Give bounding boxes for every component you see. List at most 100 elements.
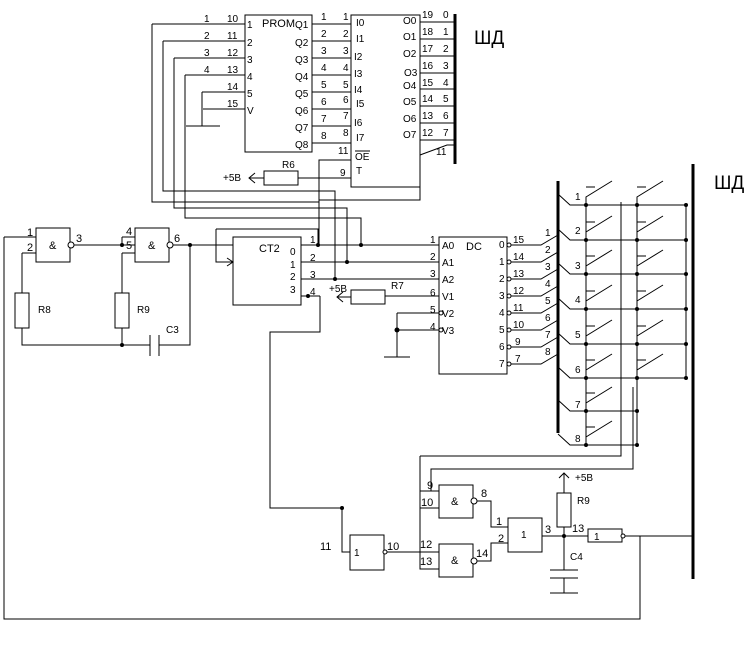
counter-out-pin-3: 3 [310, 270, 316, 281]
prom-wire-num-12: 12 [227, 48, 239, 59]
key-row-4: 4 [575, 295, 581, 306]
prom-pin-v: V [247, 106, 254, 117]
and-gate-2: & [134, 227, 174, 263]
counter-bit-2: 2 [290, 272, 296, 283]
prom-wire-num-1: 1 [204, 14, 210, 25]
reg-in-num-3: 3 [343, 46, 349, 57]
prom-q7: Q7 [295, 123, 309, 134]
key-switch [636, 249, 664, 274]
counter-chip: CT2 0 1 2 3 [232, 236, 302, 306]
reg-i0: I0 [356, 18, 365, 29]
and-gate-2-pin-4: 4 [126, 226, 132, 238]
line-num-4: 4 [545, 279, 551, 290]
decoder-out-pin-10: 10 [513, 320, 525, 331]
reg-o2: O2 [403, 49, 417, 60]
and-gate-2-symbol: & [148, 240, 156, 252]
key-row-7: 7 [575, 400, 581, 411]
and-gate-4-pin-12: 12 [420, 539, 432, 551]
prom-wire-num-14: 14 [227, 82, 239, 93]
decoder-chip: DC A0 A1 A2 V1 V2 V3 0 1 2 3 4 5 6 7 [438, 236, 508, 375]
decoder-a1: A1 [442, 258, 455, 269]
reg-out-pin-15: 15 [422, 78, 434, 89]
or-gate-symbol: 1 [521, 530, 527, 541]
counter-out-pin-1: 1 [310, 235, 316, 246]
prom-out-num-5: 5 [321, 80, 327, 91]
reg-bus-pin-11: 11 [436, 147, 447, 158]
r7-supply: +5B [329, 284, 347, 295]
decoder-out-pin-9: 9 [515, 337, 521, 348]
line-num-6: 6 [545, 313, 551, 324]
and-gate-3: & [438, 484, 478, 519]
reg-i6: I6 [354, 118, 363, 129]
key-row-2: 2 [575, 226, 581, 237]
reg-in-num-5: 5 [343, 80, 349, 91]
c4-capacitor [550, 569, 578, 594]
key-switch [636, 284, 664, 309]
decoder-out-7: 7 [499, 359, 505, 370]
prom-pin-3: 3 [247, 55, 253, 66]
reg-oe: OE [355, 152, 370, 163]
prom-wire-num-4: 4 [204, 65, 210, 76]
prom-wire-num-13: 13 [227, 65, 239, 76]
key-row-line [557, 228, 686, 241]
data-bus-label-right: ШД [714, 173, 744, 194]
prom-q2: Q2 [295, 38, 309, 49]
reg-o4: O4 [403, 81, 417, 92]
key-row-line [557, 433, 637, 446]
decoder-out-pin-14: 14 [513, 252, 525, 263]
prom-pin-5: 5 [247, 89, 253, 100]
prom-pin-4: 4 [247, 72, 253, 83]
output-buffer: 1 [587, 528, 626, 543]
r9-osc-resistor [114, 292, 130, 329]
and-gate-1-symbol: & [49, 240, 57, 252]
line-num-7: 7 [545, 330, 551, 341]
reg-o5: O5 [403, 97, 417, 108]
reg-in-num-6: 6 [343, 95, 349, 106]
key-row-1: 1 [575, 192, 581, 203]
decoder-output-wires [506, 234, 559, 367]
and-gate-1-pin-3: 3 [76, 233, 82, 245]
r6-resistor [263, 170, 299, 186]
key-switch [585, 284, 613, 309]
prom-wire-num-15: 15 [227, 99, 239, 110]
r8-resistor [14, 292, 30, 329]
and-gate-1-pin-2: 2 [27, 242, 33, 254]
reg-o1: O1 [403, 32, 417, 43]
or-gate-pin-2: 2 [498, 533, 504, 545]
prom-out-num-3: 3 [321, 46, 327, 57]
bus-bit-2: 2 [443, 44, 449, 55]
reg-t: T [356, 166, 362, 177]
prom-out-num-2: 2 [321, 29, 327, 40]
output-register-chip: I0 I1 I2 I3 I4 I5 I6 I7 O0 O1 O2 O3 O4 O… [350, 14, 421, 188]
reg-out-pin-16: 16 [422, 61, 434, 72]
reg-out-pin-19: 19 [422, 10, 434, 21]
decoder-v3: V3 [442, 326, 455, 337]
or-gate-pin-3: 3 [545, 524, 551, 536]
and-gate-2-pin-6: 6 [174, 233, 180, 245]
key-switch [585, 215, 613, 240]
and-gate-3-pin-10: 10 [421, 497, 433, 509]
inverter-pin-11: 11 [320, 541, 331, 553]
reg-out-pin-12: 12 [422, 128, 434, 139]
or-gate-pin-1: 1 [496, 516, 502, 528]
and-gate-3-pin-9: 9 [427, 480, 433, 492]
key-row-8: 8 [575, 434, 581, 445]
reg-in-num-1: 1 [343, 12, 349, 23]
decoder-out-pin-7: 7 [515, 354, 521, 365]
key-switch [585, 353, 613, 378]
line-num-2: 2 [545, 245, 551, 256]
and-gate-1-pin-1: 1 [27, 227, 33, 239]
key-switch [585, 420, 613, 445]
r7-label: R7 [391, 281, 404, 292]
key-switch [585, 386, 613, 411]
out-stage-supply: +5B [575, 473, 593, 484]
decoder-out-4: 4 [499, 308, 505, 319]
prom-title: PROM [262, 18, 295, 30]
decoder-out-0: 0 [499, 240, 505, 251]
reg-o0: O0 [403, 16, 417, 27]
prom-wire-num-2: 2 [204, 31, 210, 42]
prom-out-num-8: 8 [321, 131, 327, 142]
bus-bit-0: 0 [443, 10, 449, 21]
decoder-out-5: 5 [499, 325, 505, 336]
r6-label: R6 [282, 160, 295, 171]
